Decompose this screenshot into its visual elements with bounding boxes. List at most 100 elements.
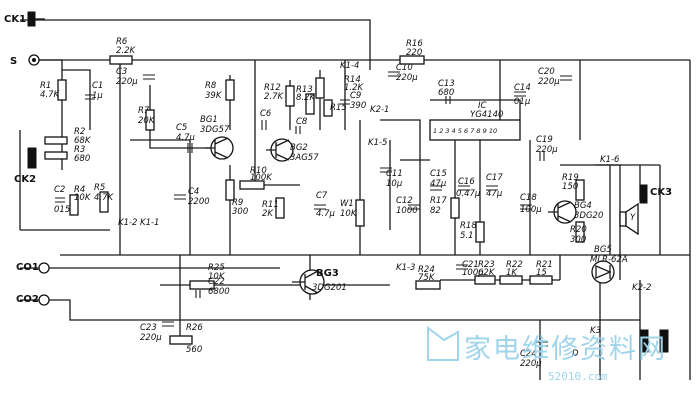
value-r1: 4.7K (40, 90, 61, 100)
label-c7: C7 (316, 191, 328, 201)
label-k1-4: K1-4 (340, 61, 359, 71)
component-labels: CK1 S CK2 CO1 CO2 CK3 BG1 3DG57 BG2 3AG5… (4, 14, 672, 369)
value-c18: 100μ (520, 205, 542, 215)
resistor-r19 (575, 179, 585, 201)
label-c13: C13 (438, 79, 455, 89)
label-k2-1: K2-1 (370, 105, 389, 115)
resistor-r3 (44, 151, 68, 160)
resistor-r20 (575, 221, 585, 243)
value-w1: 10K (340, 209, 358, 219)
label-c21: C21 (462, 260, 479, 270)
value-r20: 300 (570, 235, 586, 245)
wire-network (19, 19, 691, 380)
capacitor-c19 (539, 151, 545, 161)
label-k1-3: K1-3 (396, 263, 415, 273)
value-r21: 15 (536, 268, 547, 278)
value-r10: 100K (250, 173, 273, 183)
label-ck1: CK1 (4, 14, 26, 25)
connector-k3-jacks (639, 329, 669, 353)
label-ck3: CK3 (650, 187, 672, 198)
capacitor-c2 (55, 197, 65, 203)
label-k1-2: K1-2 (118, 218, 137, 228)
label-k1-5: K1-5 (368, 138, 387, 148)
capacitor-c18 (520, 204, 532, 210)
label-r10: R10 (250, 166, 267, 176)
resistor-r5 (99, 191, 109, 213)
label-bg2: BG2 (290, 143, 308, 153)
label-c24: C24 (520, 349, 537, 359)
label-r11: R11 (262, 200, 279, 210)
transistor-bg1 (205, 136, 234, 160)
label-r6: R6 (116, 37, 128, 47)
value-r22: 1K (506, 268, 518, 278)
capacitor-c3 (143, 74, 155, 80)
label-c5: C5 (176, 123, 187, 133)
label-k1-6: K1-6 (600, 155, 620, 165)
terminal-co2 (38, 294, 50, 306)
value-r4: 10K (74, 193, 92, 203)
label-bg3: BG3 (316, 268, 339, 279)
capacitor-c24 (536, 341, 548, 347)
capacitor-c12 (408, 204, 420, 210)
resistor-r15 (323, 99, 333, 117)
capacitor-c13 (445, 96, 451, 104)
label-c10: C10 (396, 63, 413, 73)
value-r26: 560 (186, 345, 202, 355)
label-d: D (572, 349, 579, 359)
capacitor-c9 (340, 99, 350, 105)
label-r3: R3 (74, 145, 85, 155)
resistor-r23 (474, 275, 496, 285)
label-bg5-type: MLR-62A (590, 255, 628, 265)
capacitor-c4 (174, 194, 186, 200)
resistor-r4 (69, 194, 79, 216)
label-ic: IC (478, 101, 487, 111)
label-c11: C11 (386, 169, 403, 179)
label-r21: R21 (536, 260, 553, 270)
value-r8: 39K (205, 91, 223, 101)
speaker-y (619, 202, 639, 236)
label-r9: R9 (232, 198, 243, 208)
label-r2: R2 (74, 127, 85, 137)
value-r19: 150 (562, 182, 578, 192)
value-c14: 01μ (514, 97, 531, 107)
resistor-r9 (225, 179, 235, 201)
capacitor-c16 (458, 185, 470, 191)
label-r13: R13 (296, 85, 313, 95)
label-ck2: CK2 (14, 174, 36, 185)
transistor-bg3 (292, 269, 325, 295)
value-r13: 8.2K (296, 93, 317, 103)
value-c9: 390 (350, 101, 366, 111)
label-r8: R8 (205, 81, 217, 91)
value-c15: 47μ (430, 179, 447, 189)
value-r12: 2.7K (264, 92, 285, 102)
terminal-co1 (38, 262, 50, 274)
resistor-r17 (450, 197, 460, 219)
label-w1: W1 (340, 199, 354, 209)
resistor-r25 (189, 280, 215, 290)
label-r15: R15 (330, 103, 347, 113)
watermark: 家电维修资料网 52010.com (427, 326, 665, 383)
value-c5: 4.7μ (176, 133, 196, 143)
resistor-r26 (169, 335, 193, 345)
label-bg4-type: 3DG20 (574, 211, 603, 221)
label-c15: C15 (430, 169, 447, 179)
connector-ck3 (639, 184, 648, 204)
label-c22: C22 (208, 277, 225, 287)
label-bg3-type: 3DG201 (312, 283, 347, 293)
resistor-r1 (57, 79, 67, 101)
connector-s (28, 54, 40, 66)
value-r3: 680 (74, 154, 90, 164)
value-r9: 300 (232, 207, 248, 217)
label-c14: C14 (514, 83, 531, 93)
value-c1: 1μ (92, 91, 103, 101)
label-bg2-type: 3AG57 (290, 153, 319, 163)
value-r18: 5.1 (460, 231, 474, 241)
capacitor-c11 (380, 167, 392, 173)
label-ic-pins: 1 2 3 4 5 6 7 8 9 10 (433, 127, 497, 135)
led-bg5 (591, 260, 615, 284)
resistor-r16 (399, 55, 425, 65)
label-c23: C23 (140, 323, 157, 333)
value-r6: 2.2K (116, 46, 137, 56)
label-c8: C8 (296, 117, 308, 127)
